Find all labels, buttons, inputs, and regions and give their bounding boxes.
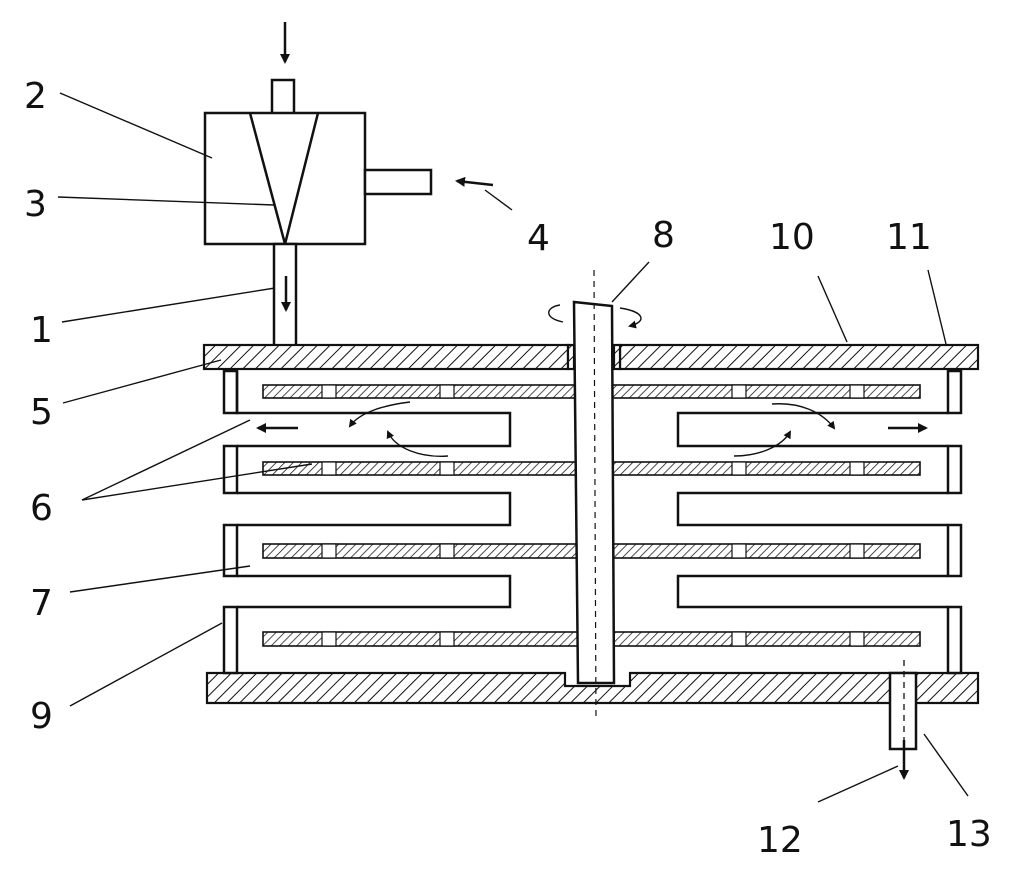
bottom-plate — [205, 671, 980, 705]
outer-walls — [222, 369, 963, 675]
label-2: 2 — [24, 76, 47, 117]
side-inlet-pipe — [363, 168, 494, 196]
label-9: 9 — [30, 696, 53, 737]
flow-arrows — [256, 401, 928, 457]
label-11: 11 — [886, 217, 932, 258]
stationary-baffles — [235, 371, 948, 609]
label-1: 1 — [30, 310, 53, 351]
label-13: 13 — [946, 814, 992, 855]
label-10: 10 — [769, 217, 815, 258]
label-5: 5 — [30, 392, 53, 433]
leader-lines — [57, 92, 969, 803]
mixer-chamber — [203, 111, 367, 249]
label-7: 7 — [30, 583, 53, 624]
label-8: 8 — [652, 215, 675, 256]
feed-top-inlet — [270, 22, 296, 116]
outlet-pipe — [888, 660, 918, 780]
label-12: 12 — [757, 820, 803, 861]
feed-pipe — [272, 242, 298, 350]
label-3: 3 — [24, 184, 47, 225]
label-4: 4 — [527, 218, 550, 259]
rotating-shaft — [548, 269, 642, 721]
label-6: 6 — [30, 488, 53, 529]
top-plate — [202, 343, 980, 371]
